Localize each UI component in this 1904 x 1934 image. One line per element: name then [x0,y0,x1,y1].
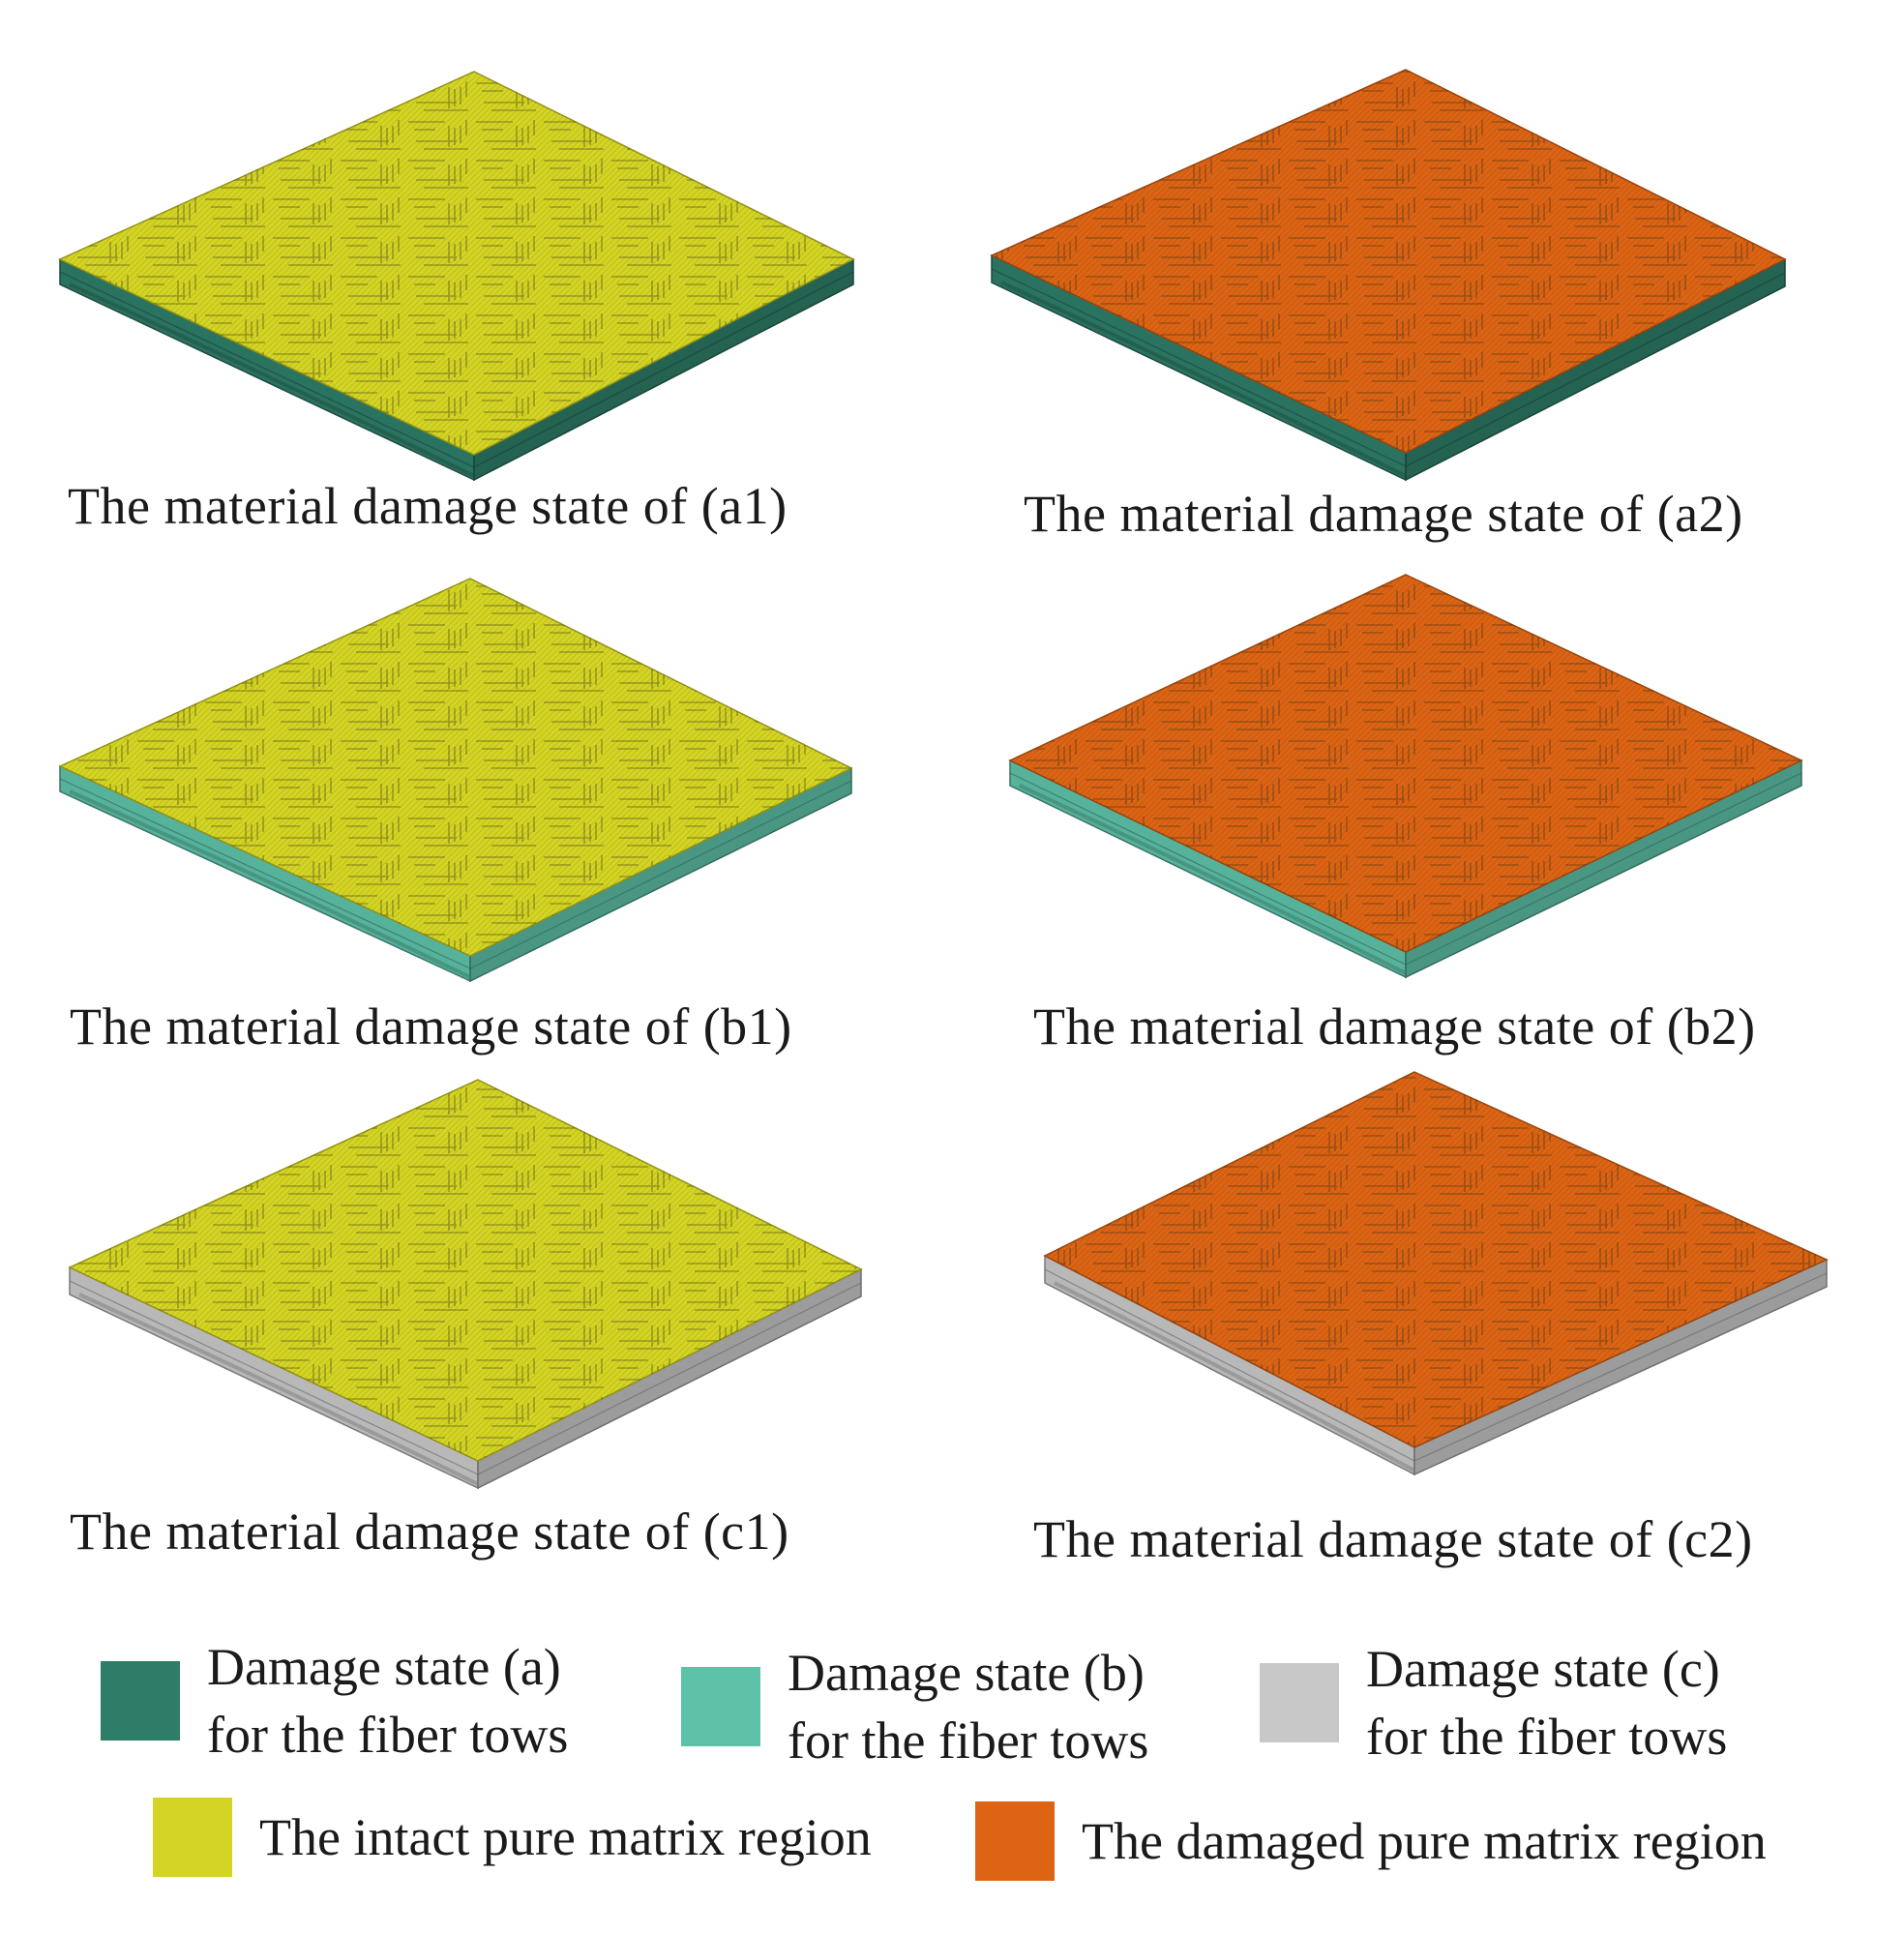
panel-a2-tow-edge [1000,281,1407,478]
panel-a1-weave [60,72,853,455]
panel-a2-weave [992,70,1785,453]
legend-item-damaged-matrix: The damaged pure matrix region [975,1801,1767,1881]
legend-swatch-damage-c [1260,1663,1339,1742]
caption-a1: The material damage state of (a1) [68,477,788,535]
legend-label-damage-c: Damage state (c)for the fiber tows [1366,1640,1728,1766]
legend-label-intact-matrix: The intact pure matrix region [259,1808,872,1866]
legend-item-damage-c: Damage state (c)for the fiber tows [1260,1635,1727,1770]
panel-a1-layer-line [59,271,854,468]
panel-c1 [68,1079,863,1490]
legend-swatch-intact-matrix [153,1798,232,1877]
panel-a1 [58,71,855,482]
panel-c2-layer-line [1044,1268,1828,1462]
panel-c1-layer-line [69,1280,862,1475]
panel-b2 [1008,574,1803,979]
caption-b1: The material damage state of (b1) [70,997,792,1056]
caption-c2: The material damage state of (c2) [1033,1510,1753,1568]
legend-label-damage-b: Damage state (b)for the fiber tows [788,1644,1149,1770]
caption-c1: The material damage state of (c1) [70,1503,789,1561]
legend-item-damage-a: Damage state (a)for the fiber tows [101,1633,568,1769]
legend-item-intact-matrix: The intact pure matrix region [153,1798,872,1877]
panel-c1-tow-edge [78,1293,479,1486]
panel-b2-weave [1010,575,1801,952]
panel-c2-weave [1045,1072,1827,1447]
legend-swatch-damage-a [101,1661,180,1741]
panel-b2-tow-edge [1019,784,1407,975]
panel-a2 [990,69,1787,482]
legend-label-damage-a: Damage state (a)for the fiber tows [207,1638,569,1764]
panel-b1-layer-line [59,778,852,969]
panel-a2-layer-line [991,268,1786,467]
panel-c1-weave [70,1080,861,1461]
caption-b2: The material damage state of (b2) [1033,997,1756,1056]
panel-b1-tow-edge [69,789,471,979]
panel-c2-tow-edge [1054,1281,1415,1473]
panel-b1 [58,578,853,983]
caption-a2: The material damage state of (a2) [1024,485,1743,543]
panel-c2 [1043,1071,1829,1476]
legend-swatch-damaged-matrix [975,1801,1055,1881]
legend-swatch-damage-b [681,1667,760,1746]
legend-label-damaged-matrix: The damaged pure matrix region [1082,1812,1767,1870]
panel-b2-layer-line [1009,772,1802,966]
legend-item-damage-b: Damage state (b)for the fiber tows [681,1639,1148,1774]
panel-b1-weave [60,579,851,956]
panel-a1-tow-edge [69,283,475,478]
